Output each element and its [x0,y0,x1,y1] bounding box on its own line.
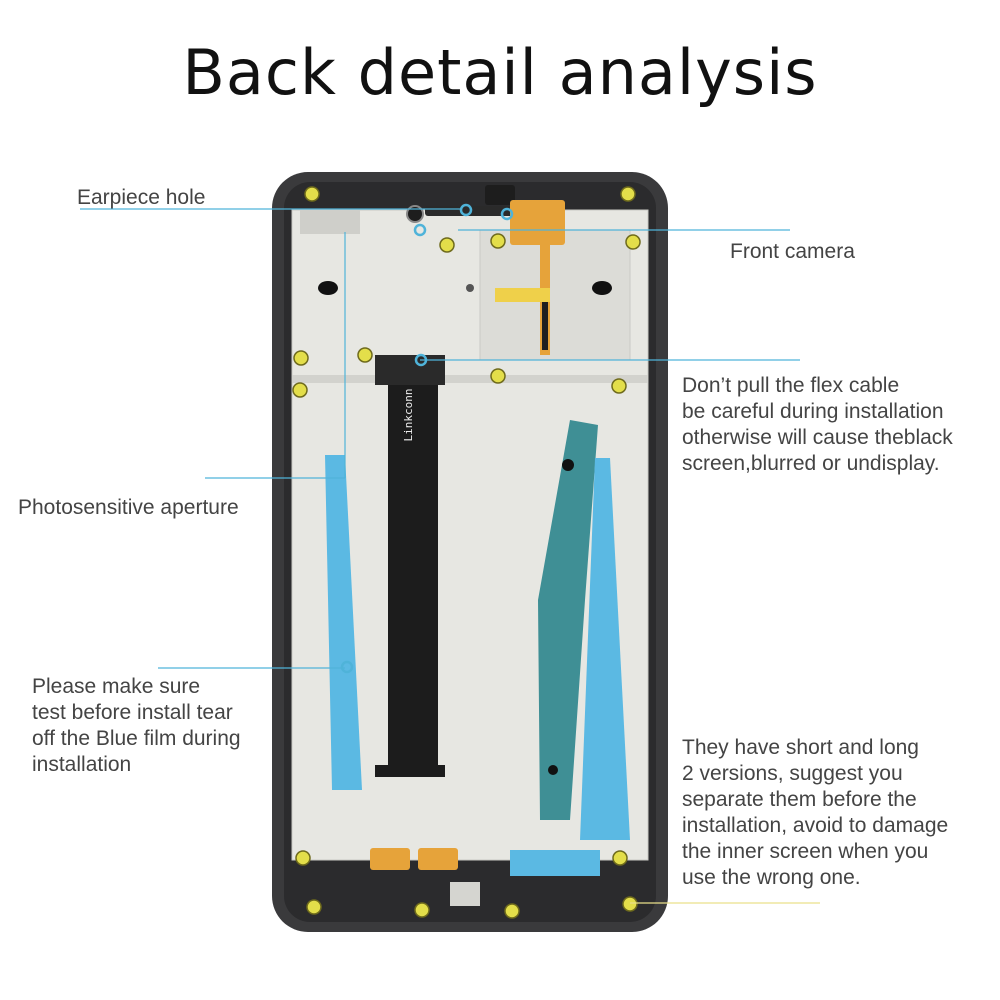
bottom-orange-connector-2 [418,848,458,870]
blue-film-line-3: off the Blue film during [32,727,241,750]
versions-line-6: use the wrong one. [682,866,861,889]
label-earpiece-hole: Earpiece hole [77,186,206,209]
flex-cable-line-2: be careful during installation [682,400,944,423]
versions-line-4: installation, avoid to damage [682,814,949,837]
versions-line-5: the inner screen when you [682,840,929,863]
front-camera-flex [510,200,565,245]
right-blue-film [580,458,630,840]
aperture-marker [413,223,427,237]
label-flex-cable: Don’t pull the flex cable be careful dur… [682,373,953,477]
front-camera-marker [500,207,514,221]
flex-brand-text: Linkconn [402,389,415,442]
label-front-camera: Front camera [730,240,855,263]
blue-film-line-4: installation [32,753,132,776]
versions-line-1: They have short and long [682,736,919,759]
flex-cable-marker [414,353,428,367]
phone-back-illustration: Linkconn [272,172,668,932]
flex-cable-line-3: otherwise will cause theblack [682,426,953,449]
versions-line-3: separate them before the [682,788,917,811]
flex-cable-line-4: screen,blurred or undisplay. [682,452,940,475]
black-flex-cable [388,355,438,775]
blue-film-marker [340,660,354,674]
page-title: Back detail analysis [182,36,818,109]
label-versions: They have short and long 2 versions, sug… [682,735,948,891]
versions-line-2: 2 versions, suggest you [682,762,903,785]
earpiece-marker [459,203,473,217]
label-photosensitive-aperture: Photosensitive aperture [18,496,239,519]
blue-film-line-1: Please make sure [32,675,201,698]
flex-cable-line-1: Don’t pull the flex cable [682,374,900,397]
teal-flex-cable [538,420,598,820]
left-blue-film [325,455,362,790]
bottom-orange-connector-1 [370,848,410,870]
blue-film-line-2: test before install tear [32,701,233,724]
label-blue-film: Please make sure test before install tea… [32,674,241,778]
